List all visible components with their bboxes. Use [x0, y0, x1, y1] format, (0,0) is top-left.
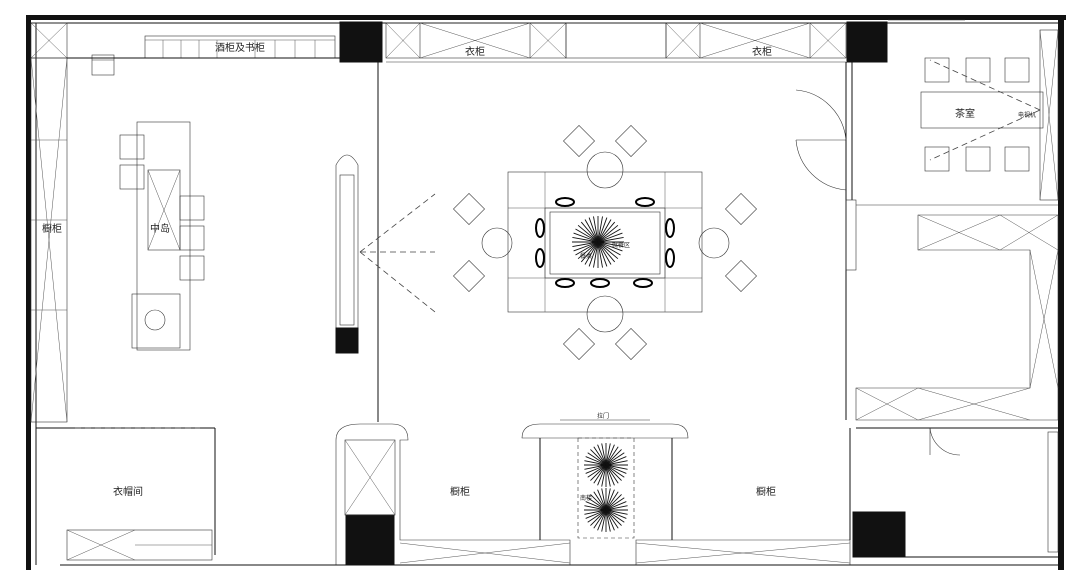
- label-cloakroom: 衣帽间: [113, 485, 143, 498]
- structural-columns: [339, 21, 906, 566]
- wine-bookcase: [144, 35, 336, 59]
- label-island: 中岛: [150, 222, 170, 235]
- left-tall-cabinet: [30, 22, 68, 423]
- label-tv: 电视机: [1018, 111, 1036, 119]
- wardrobe-right: [665, 22, 847, 59]
- label-wardrobe-right: 衣柜: [752, 45, 772, 58]
- chandelier-icon: [572, 216, 624, 268]
- lounge-seats: [453, 125, 757, 360]
- small-cabinet: [91, 54, 115, 76]
- label-wine-bookcase: 酒柜及书柜: [215, 41, 265, 54]
- outer-walls: [26, 15, 1066, 570]
- cloakroom: [36, 427, 216, 561]
- tea-room-partition: [795, 62, 857, 420]
- wardrobe-gap: [565, 22, 667, 59]
- tv-wall: [335, 154, 436, 354]
- label-wardrobe-left: 衣柜: [465, 45, 485, 58]
- label-lightwell: 南楼: [580, 494, 592, 502]
- label-dining-area: 就餐区: [612, 241, 630, 249]
- bottom-right-room: [856, 427, 1059, 558]
- bottom-cabinets: [60, 419, 1058, 566]
- label-cabinet-bottom-mid: 橱柜: [450, 485, 470, 498]
- kitchen-island: [119, 121, 205, 351]
- right-l-cabinet: [855, 214, 1059, 421]
- tea-room: [856, 19, 1059, 206]
- label-cabinet-bottom-right: 橱柜: [756, 485, 776, 498]
- chandelier-icon: [584, 488, 628, 532]
- label-sliding-door: 拉门: [597, 412, 609, 420]
- dining-table: [481, 151, 730, 333]
- label-cabinet-left: 橱柜: [42, 222, 62, 235]
- label-tea-room: 茶室: [955, 107, 975, 120]
- chandelier-icon: [584, 443, 628, 487]
- label-dining-sub: 餐桌: [580, 252, 592, 260]
